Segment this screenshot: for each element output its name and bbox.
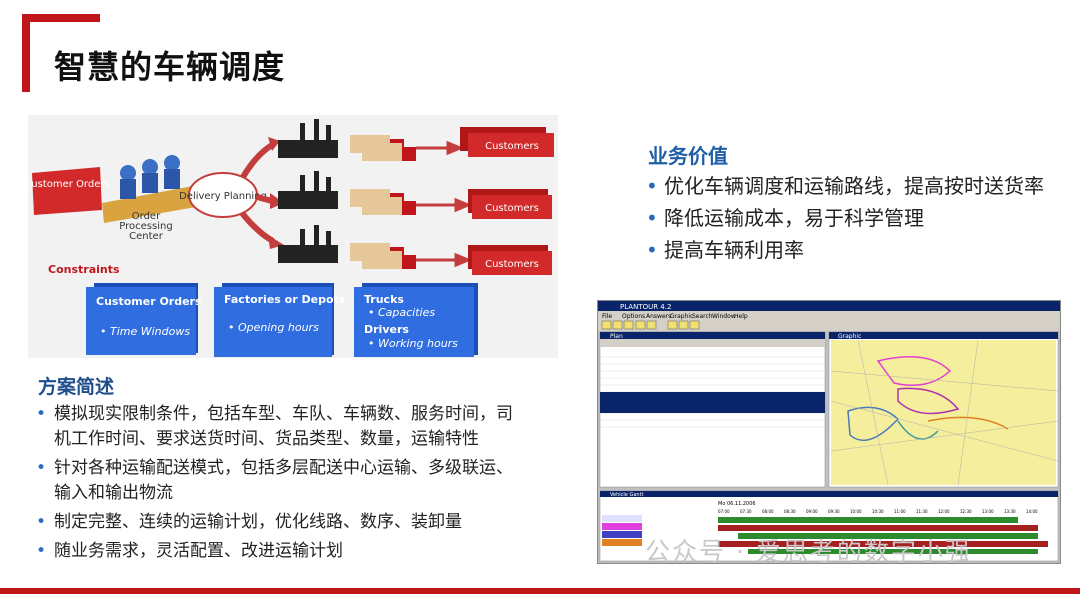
- bullet-dot: •: [36, 541, 47, 561]
- constraint-box-trucks: Trucks • Capacities Drivers • Working ho…: [354, 283, 478, 357]
- svg-text:10:30: 10:30: [872, 509, 884, 514]
- svg-text:07:30: 07:30: [740, 509, 752, 514]
- svg-text:• Working hours: • Working hours: [368, 337, 458, 350]
- page-title: 智慧的车辆调度: [54, 48, 286, 86]
- menu-help[interactable]: Help: [734, 313, 748, 320]
- svg-text:Trucks: Trucks: [364, 293, 404, 306]
- constraint-box-factories: Factories or Depots • Opening hours: [214, 283, 346, 357]
- processing-label: Processing: [119, 221, 172, 232]
- gantt-date: Mo 06.11.2006: [718, 501, 756, 507]
- bullet-dot: •: [646, 238, 658, 262]
- svg-text:• Capacities: • Capacities: [368, 306, 435, 319]
- svg-text:09:00: 09:00: [806, 509, 818, 514]
- menu-search[interactable]: Search: [692, 313, 713, 320]
- svg-text:08:00: 08:00: [762, 509, 774, 514]
- svg-text:07:00: 07:00: [718, 509, 730, 514]
- customers-label-3: Customers: [485, 259, 539, 270]
- arrow-to-factory-2: [256, 194, 273, 204]
- customers-box-2: Customers: [468, 189, 552, 219]
- constraint-box-customer-orders: Customer Orders • Time Windows: [86, 283, 202, 355]
- watermark: 公众号 · 爱思考的数字小强: [645, 537, 972, 566]
- delivery-planning-node: Delivery Planning: [179, 172, 267, 218]
- bullet-dot: •: [646, 206, 658, 230]
- menu-graphic[interactable]: Graphic: [670, 313, 693, 320]
- plan-item: •制定完整、连续的运输计划，优化线路、数序、装卸量: [36, 510, 516, 535]
- menu-answers[interactable]: Answers: [646, 313, 671, 320]
- center-label: Center: [129, 231, 164, 242]
- svg-text:Customer Orders: Customer Orders: [96, 295, 202, 308]
- customer-orders-block: Customer Orders: [28, 167, 110, 215]
- order-label: Order: [132, 211, 161, 222]
- window-title: PLANTOUR 4.2: [620, 303, 671, 311]
- svg-text:11:30: 11:30: [916, 509, 928, 514]
- truck-icon: [350, 135, 416, 269]
- plan-item: •随业务需求，灵活配置、改进运输计划: [36, 539, 516, 564]
- svg-text:10:00: 10:00: [850, 509, 862, 514]
- plan-item: •模拟现实限制条件，包括车型、车队、车辆数、服务时间，司机工作时间、要求送货时间…: [36, 404, 513, 449]
- customers-box-1: Customers: [460, 127, 554, 157]
- customers-label-1: Customers: [485, 141, 539, 152]
- svg-text:14:00: 14:00: [1026, 509, 1038, 514]
- customers-box-3: Customers: [468, 245, 552, 275]
- svg-text:13:00: 13:00: [982, 509, 994, 514]
- list-panel-title: Plan: [610, 333, 623, 340]
- plan-heading: 方案简述: [38, 376, 115, 398]
- svg-text:08:30: 08:30: [784, 509, 796, 514]
- value-item: •降低运输成本，易于科学管理: [646, 206, 924, 230]
- svg-text:09:30: 09:30: [828, 509, 840, 514]
- svg-text:Drivers: Drivers: [364, 323, 409, 336]
- order-center-illustration: [102, 155, 198, 223]
- svg-text:Factories or Depots: Factories or Depots: [224, 293, 346, 306]
- menu-window[interactable]: Window: [712, 313, 736, 320]
- svg-text:12:00: 12:00: [938, 509, 950, 514]
- svg-text:13:30: 13:30: [1004, 509, 1016, 514]
- customers-label-2: Customers: [485, 203, 539, 214]
- svg-text:12:30: 12:30: [960, 509, 972, 514]
- delivery-planning-label: Delivery Planning: [179, 191, 267, 202]
- plan-item: •针对各种运输配送模式，包括多层配送中心运输、多级联运、输入和输出物流: [36, 458, 513, 503]
- plan-list: •模拟现实限制条件，包括车型、车队、车辆数、服务时间，司机工作时间、要求送货时间…: [36, 402, 516, 568]
- svg-text:11:00: 11:00: [894, 509, 906, 514]
- constraints-label: Constraints: [48, 263, 120, 276]
- value-heading: 业务价值: [648, 144, 728, 168]
- svg-text:• Time Windows: • Time Windows: [100, 325, 190, 338]
- bullet-dot: •: [36, 458, 47, 478]
- title-bracket-decoration: [22, 14, 100, 92]
- value-item: •优化车辆调度和运输路线，提高按时送货率: [646, 174, 1044, 198]
- menu-file[interactable]: File: [602, 313, 612, 320]
- software-screenshot: PLANTOUR 4.2 File Options Answers Graphi…: [597, 300, 1061, 564]
- bullet-dot: •: [646, 174, 658, 198]
- bottom-accent-bar: [0, 588, 1080, 594]
- arrow-to-factory-1: [240, 142, 274, 179]
- selected-rows[interactable]: [600, 392, 825, 413]
- bullet-dot: •: [36, 404, 47, 424]
- gantt-bars[interactable]: [718, 517, 1048, 554]
- map-panel-title: Graphic: [838, 333, 861, 340]
- menu-options[interactable]: Options: [622, 313, 645, 320]
- customer-orders-label: Customer Orders: [28, 179, 110, 190]
- bullet-dot: •: [36, 512, 47, 532]
- gantt-panel-title: Vehicle Gantt: [610, 492, 644, 498]
- value-list: •优化车辆调度和运输路线，提高按时送货率 •降低运输成本，易于科学管理 •提高车…: [646, 173, 1046, 269]
- logistics-diagram: Customer Orders Order Processing Center …: [28, 115, 558, 358]
- factory-icon: [278, 119, 338, 263]
- svg-text:• Opening hours: • Opening hours: [228, 321, 319, 334]
- value-item: •提高车辆利用率: [646, 238, 804, 262]
